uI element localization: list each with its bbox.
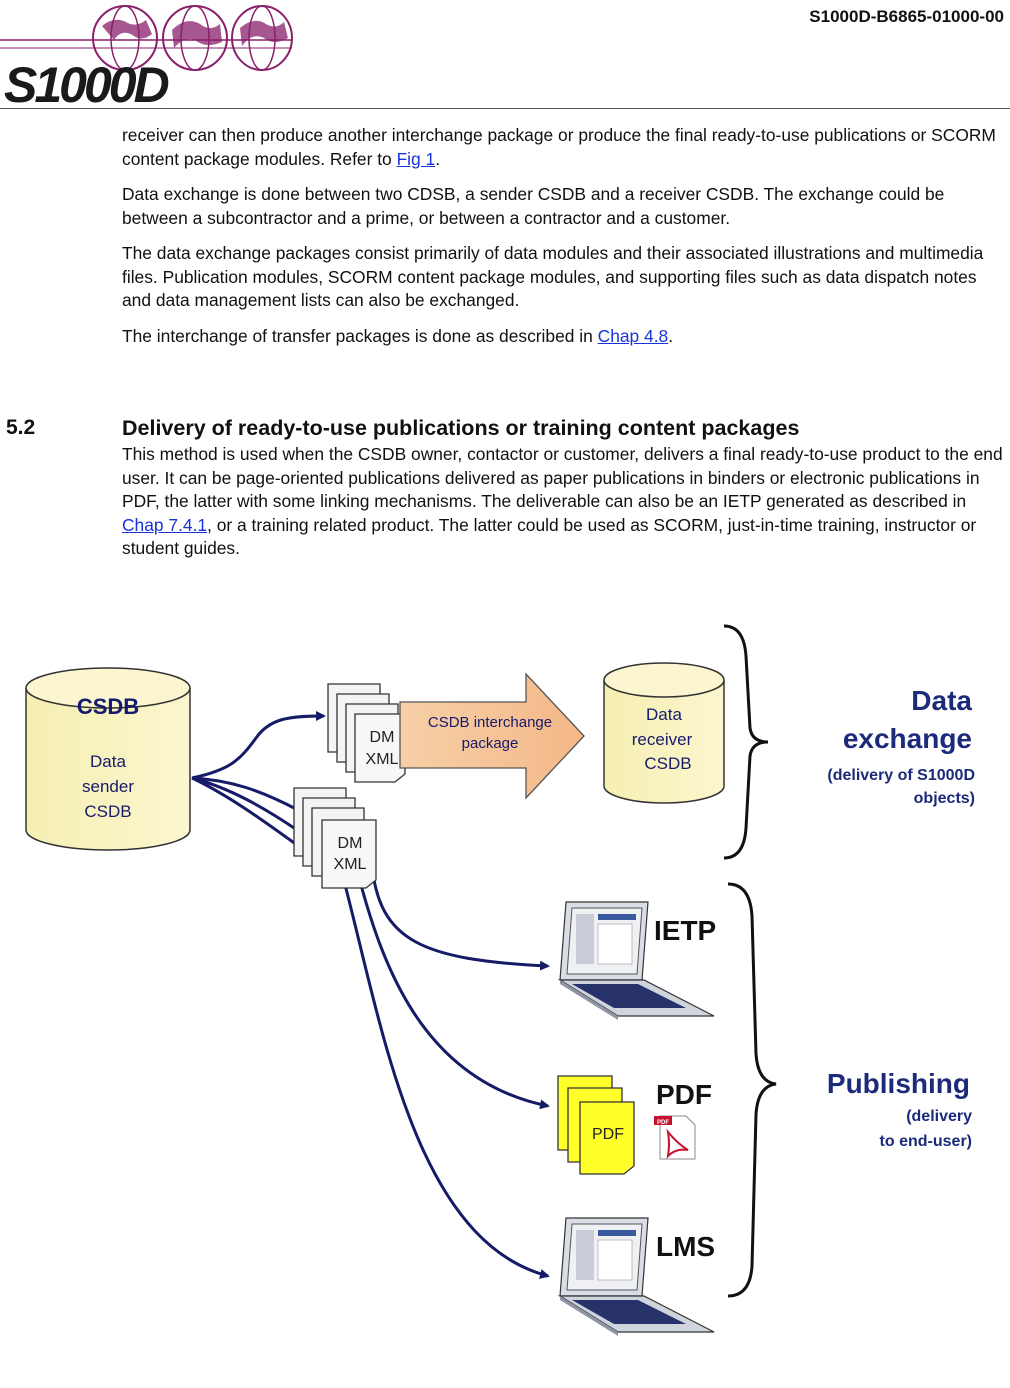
logo-globe-icon <box>0 5 293 71</box>
pdf-doc-text: PDF <box>592 1126 624 1143</box>
receiver-line-1: Data <box>646 705 682 724</box>
receiver-line-2: receiver <box>632 730 693 749</box>
receiver-csdb-cylinder <box>603 662 725 804</box>
lms-label: LMS <box>656 1231 715 1262</box>
pdf-stack <box>557 1075 635 1175</box>
s1000d-logo: S1000D <box>0 0 300 113</box>
publishing-brace <box>727 882 777 1298</box>
chap-7-4-1-link[interactable]: Chap 7.4.1 <box>122 514 208 535</box>
pdf-file-icon <box>654 1115 696 1160</box>
dm-bottom-line-2: XML <box>334 856 367 873</box>
sender-line-2: sender <box>82 777 134 796</box>
sender-line-1: Data <box>90 752 126 771</box>
dm-stack-top <box>327 683 406 783</box>
exchange-sub-1: (delivery of S1000D <box>827 767 975 784</box>
dm-top-line-2: XML <box>366 751 399 768</box>
flow-curves <box>191 711 550 1279</box>
pdf-icon-text: PDF <box>657 1120 669 1126</box>
paragraph-1-end: . <box>435 148 441 169</box>
paragraph-3: The data exchange packages consist prima… <box>122 243 984 310</box>
exchange-title-1: Data <box>911 685 972 716</box>
sender-line-3: CSDB <box>84 802 131 821</box>
exchange-title-2: exchange <box>843 723 972 754</box>
dm-top-line-1: DM <box>370 729 395 746</box>
section-title: Delivery of ready-to-use publications or… <box>122 416 800 440</box>
publishing-sub-2: to end-user) <box>880 1133 972 1150</box>
section-number: 5.2 <box>6 416 36 439</box>
section-paragraph-text: This method is used when the CSDB owner,… <box>122 444 1003 512</box>
lms-laptop-icon <box>557 1217 715 1336</box>
paragraph-1: receiver can then produce another interc… <box>122 124 1008 171</box>
figure-1: CSDB Data sender CSDB DM XML CSDB interc… <box>0 600 1010 1370</box>
ietp-laptop-icon <box>557 901 715 1020</box>
publishing-title: Publishing <box>827 1068 970 1099</box>
exchange-brace <box>723 624 769 860</box>
logo-text: S1000D <box>4 57 169 108</box>
dm-stack-bottom <box>293 787 377 889</box>
exchange-sub-2: objects) <box>914 790 975 807</box>
publishing-sub-1: (delivery <box>906 1108 972 1125</box>
interchange-arrow <box>399 672 585 800</box>
paragraph-4: The interchange of transfer packages is … <box>122 325 1008 349</box>
paragraph-2: Data exchange is done between two CDSB, … <box>122 184 945 228</box>
body-text: receiver can then produce another interc… <box>122 124 1008 360</box>
paragraph-1-text: receiver can then produce another interc… <box>122 125 996 169</box>
dm-bottom-line-1: DM <box>338 835 363 852</box>
chap-4-8-link[interactable]: Chap 4.8 <box>597 325 669 346</box>
arrow-line-1: CSDB interchange <box>428 714 552 731</box>
header-rule <box>0 108 1010 109</box>
ietp-label: IETP <box>654 915 716 946</box>
receiver-line-3: CSDB <box>644 754 691 773</box>
paragraph-4-text: The interchange of transfer packages is … <box>122 325 598 346</box>
section-paragraph: This method is used when the CSDB owner,… <box>122 443 1008 561</box>
pdf-label: PDF <box>656 1079 712 1110</box>
document-id: S1000D-B6865-01000-00 <box>809 7 1004 26</box>
section-paragraph-end: , or a training related product. The lat… <box>122 514 977 559</box>
sender-title: CSDB <box>77 694 139 719</box>
sender-csdb-cylinder <box>25 667 191 851</box>
arrow-line-2: package <box>462 735 519 752</box>
fig-1-link[interactable]: Fig 1 <box>396 148 436 169</box>
section-body: This method is used when the CSDB owner,… <box>122 443 1008 561</box>
paragraph-4-end: . <box>668 325 674 346</box>
